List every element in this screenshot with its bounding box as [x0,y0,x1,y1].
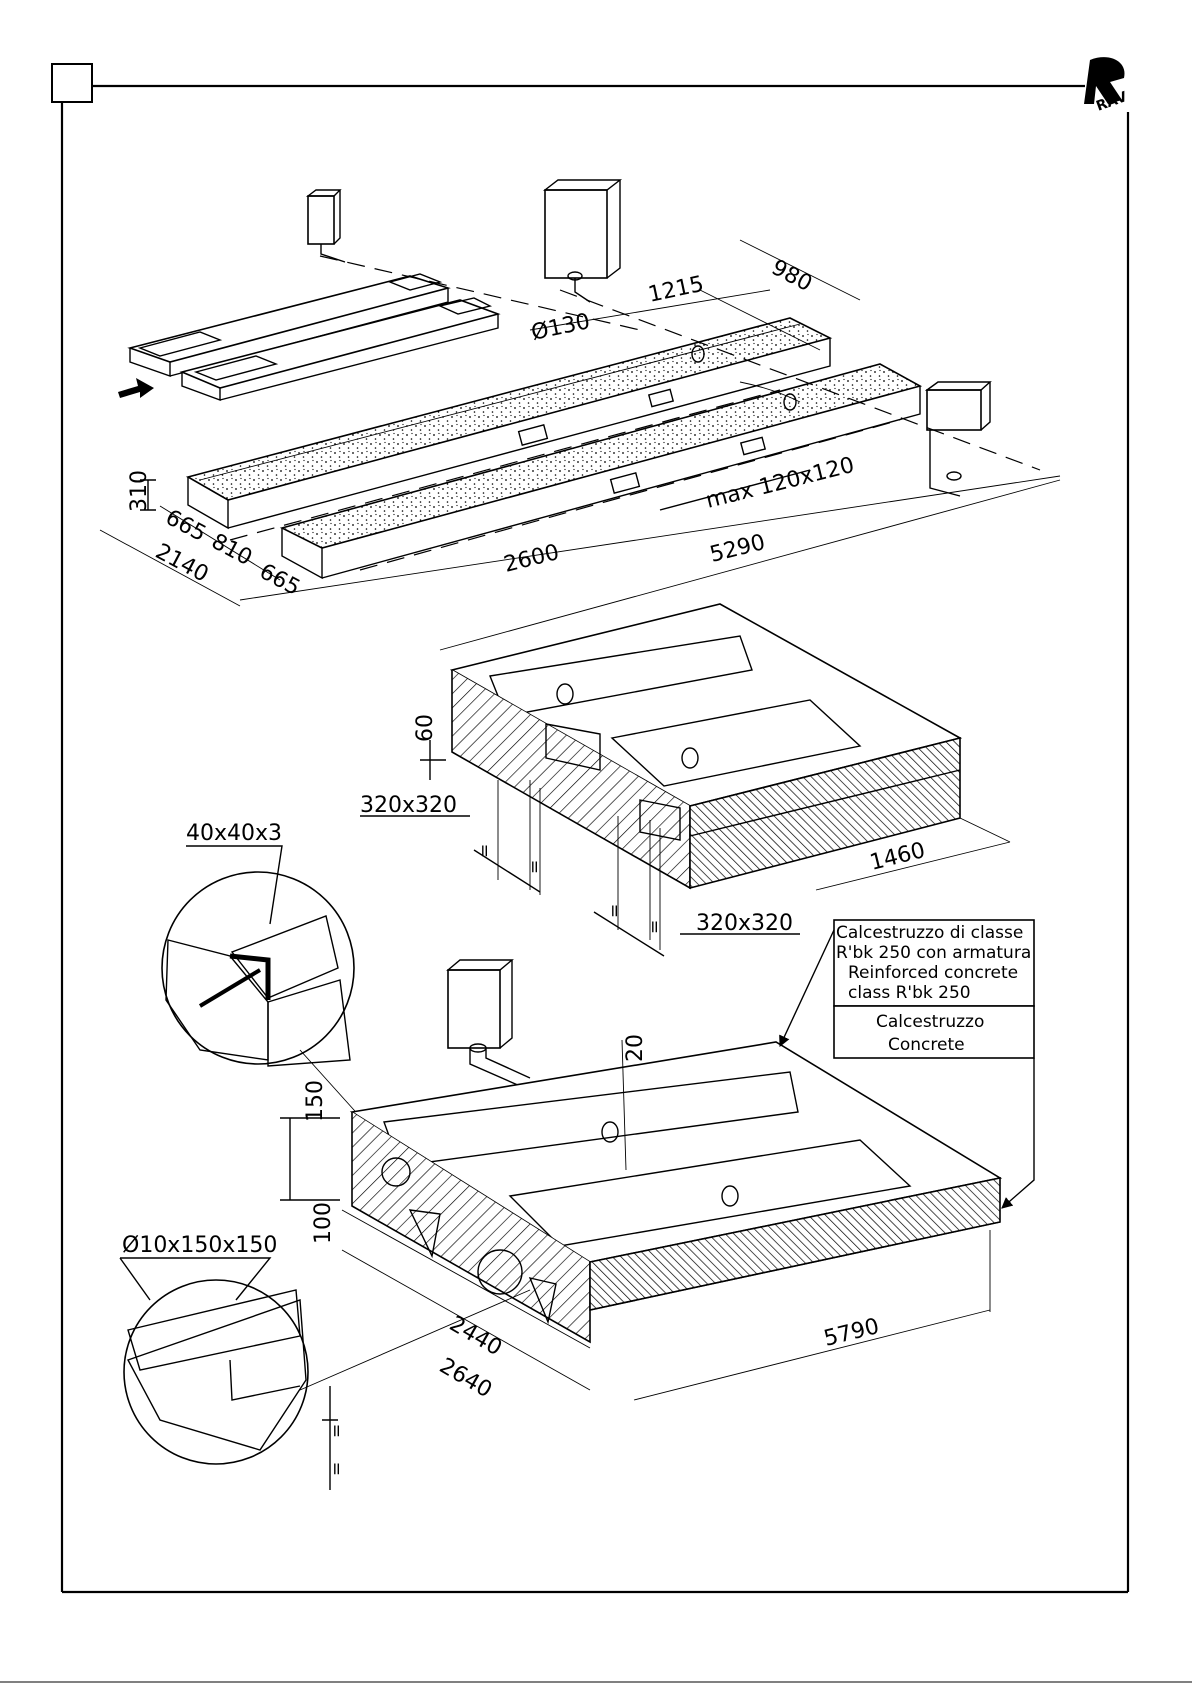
power-unit-bottom [448,960,530,1086]
dim-60: 60 [413,714,438,742]
dim-665-a: 665 [161,505,210,547]
dim-150: 150 [303,1080,328,1122]
angle-detail: 40x40x3 [162,821,390,1150]
dim-opening-320-a: 320x320 [360,793,457,818]
equal-mark: = [327,1424,347,1438]
dim-2640: 2640 [435,1354,496,1404]
legend-plain-it: Calcestruzzo [876,1012,984,1032]
dim-310: 310 [127,470,152,512]
dim-max-opening: max 120x120 [703,453,856,514]
equal-mark: = [605,904,625,918]
dim-5790: 5790 [821,1314,881,1352]
control-unit-small [308,190,345,262]
legend-reinforced-en-1: Reinforced concrete [848,963,1018,983]
dim-810: 810 [207,529,256,571]
logo-text: RAV [1094,89,1129,115]
legend-reinforced-it-2: R'bk 250 con armatura [836,943,1031,963]
dim-2440: 2440 [445,1312,506,1362]
bottom-view: 20 150 100 2440 2640 5790 Calcestruzzo d… [280,920,1034,1403]
equal-mark: = [645,920,665,934]
brand-logo: RAV [1084,57,1129,115]
dim-2140: 2140 [151,539,212,587]
dim-opening-320-b: 320x320 [696,911,793,936]
dim-100: 100 [311,1202,336,1244]
dim-20: 20 [623,1034,648,1062]
lift-runways [118,274,498,400]
equal-mark: = [475,844,495,858]
equal-mark: = [525,860,545,874]
middle-view: 60 320x320 320x320 1460 = = = = [360,604,1010,956]
dim-mesh: Ø10x150x150 [122,1233,277,1258]
dim-diameter-130: Ø130 [529,309,592,346]
legend-plain-en: Concrete [888,1035,965,1055]
power-unit-top [545,180,620,302]
dim-665-b: 665 [255,559,304,601]
dim-angle-40x40x3: 40x40x3 [186,821,282,846]
dim-2600: 2600 [501,540,561,578]
top-view: 980 1215 Ø130 max 120x120 310 665 810 21… [100,180,1060,650]
legend-reinforced-it-1: Calcestruzzo di classe [836,923,1023,943]
equal-mark: = [327,1462,347,1476]
corner-box [52,64,92,102]
dim-980: 980 [767,255,816,297]
legend-reinforced-en-2: class R'bk 250 [848,983,971,1003]
